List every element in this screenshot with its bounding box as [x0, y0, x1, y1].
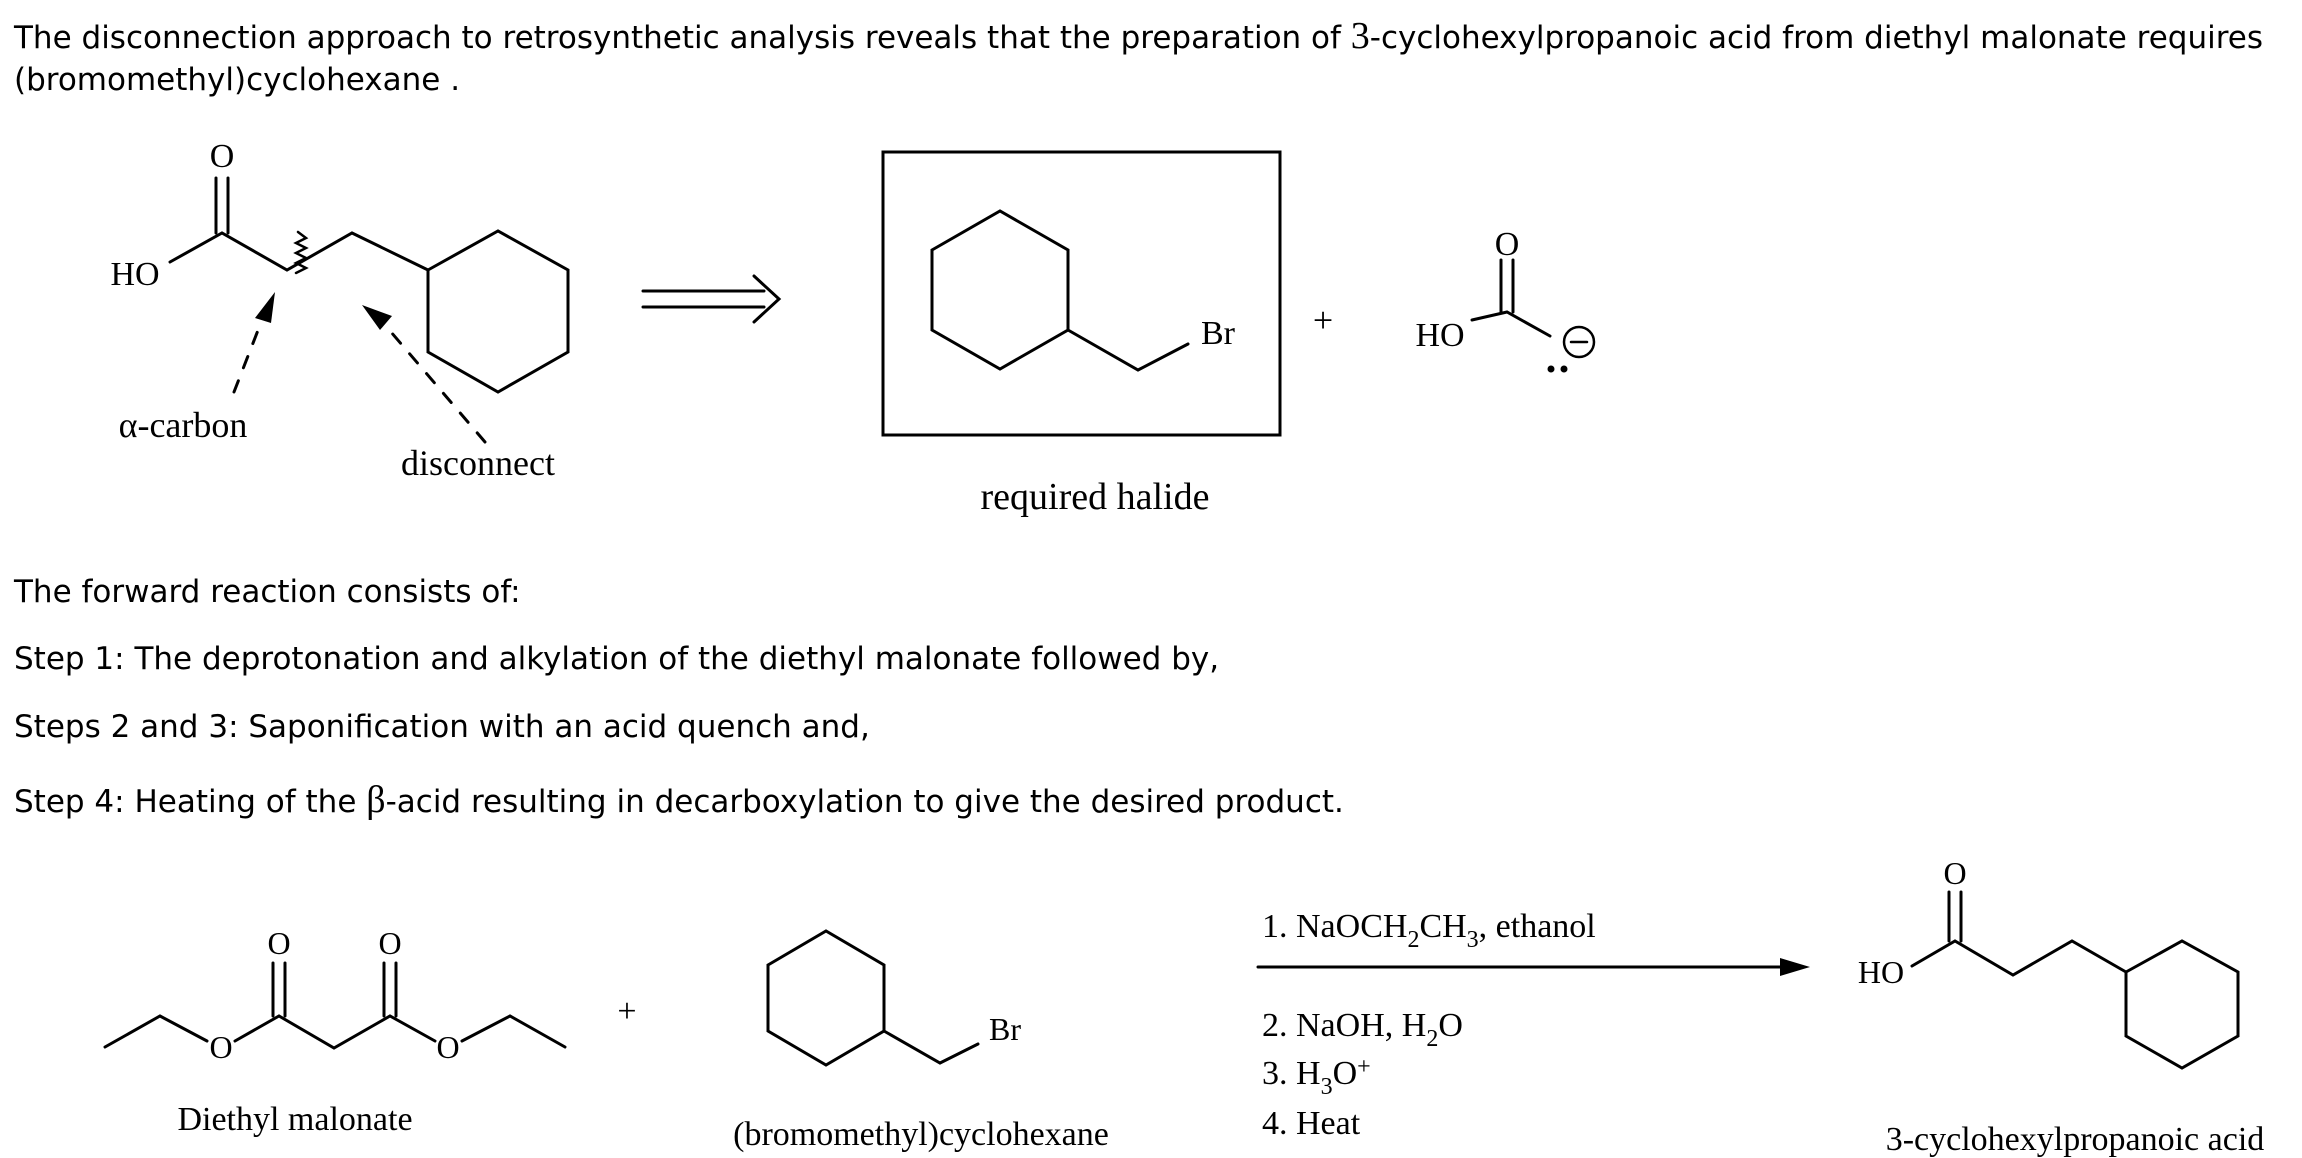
intro-after: -cyclohexylpropanoic acid from diethyl m… [1369, 20, 2263, 56]
halide-br-label: Br [1201, 315, 1236, 352]
step-4-beta: β [366, 779, 386, 821]
diethyl-malonate-structure [103, 961, 567, 1050]
intro-before: The disconnection approach to retrosynth… [14, 20, 1351, 56]
target-oxygen-label: O [210, 138, 235, 175]
required-halide-box [881, 150, 1282, 437]
forward-halide-br-label: Br [989, 1011, 1021, 1047]
malonate-oxygen-4: O [436, 1029, 459, 1065]
reagent-step-1: 1. NaOCH2CH3, ethanol [1262, 908, 1596, 953]
required-halide-label: required halide [981, 476, 1210, 518]
reagent-step-3: 3. H3O+ [1262, 1054, 1371, 1100]
retrosynthetic-arrow [641, 274, 782, 324]
target-skeleton [168, 231, 430, 272]
step-4-after: -acid resulting in decarboxylation to gi… [385, 784, 1344, 820]
step-2-3: Steps 2 and 3: Saponification with an ac… [14, 709, 870, 745]
target-ho-label: HO [110, 256, 159, 293]
halide-cyclohexane-ring [930, 209, 1070, 371]
negative-charge-icon [1562, 325, 1596, 359]
retro-plus: + [1313, 300, 1333, 340]
malonate-oxygen-2: O [378, 925, 401, 961]
forward-halide-ch2-bond [882, 1029, 980, 1065]
intro-line-2: (bromomethyl)cyclohexane . [14, 62, 461, 98]
step-1: Step 1: The deprotonation and alkylation… [14, 641, 1220, 677]
intro-number: 3 [1350, 15, 1370, 57]
target-molecule [168, 176, 570, 444]
disconnect-wavy-mark [293, 230, 309, 275]
reagent-step-2: 2. NaOH, H2O [1262, 1007, 1463, 1052]
forward-halide-ring [766, 929, 886, 1067]
malonate-oxygen-1: O [267, 925, 290, 961]
disconnect-label: disconnect [401, 443, 555, 483]
alpha-dashed-line [232, 318, 264, 394]
forward-halide-label: (bromomethyl)cyclohexane [733, 1116, 1109, 1153]
enolate-fragment [1470, 258, 1596, 373]
enolate-ho-label: HO [1415, 317, 1464, 354]
alpha-carbon-label: α-carbon [119, 405, 248, 445]
step-4-before: Step 4: Heating of the [14, 784, 367, 820]
disconnect-arrowhead [362, 305, 392, 330]
intro-line-1: The disconnection approach to retrosynth… [14, 14, 2263, 60]
product-molecule [1910, 890, 2240, 1070]
malonate-label: Diethyl malonate [177, 1101, 412, 1138]
alpha-arrowhead [255, 292, 275, 323]
enolate-oxygen-label: O [1495, 226, 1520, 263]
product-cyclohexane-ring [2124, 939, 2240, 1070]
reagent-step-4: 4. Heat [1262, 1105, 1361, 1142]
step-4: Step 4: Heating of the β-acid resulting … [14, 778, 1344, 824]
product-ho-label: HO [1858, 954, 1904, 990]
malonate-oxygen-3: O [209, 1029, 232, 1065]
disconnect-dashed-line [383, 323, 487, 444]
product-label: 3-cyclohexylpropanoic acid [1886, 1121, 2265, 1158]
steps-intro: The forward reaction consists of: [14, 574, 521, 610]
halide-ch2-bond [1066, 328, 1190, 372]
product-oxygen-label: O [1943, 855, 1966, 891]
target-cyclohexane-ring [426, 229, 570, 394]
reaction-arrowhead [1780, 958, 1810, 976]
forward-plus: + [617, 993, 636, 1030]
